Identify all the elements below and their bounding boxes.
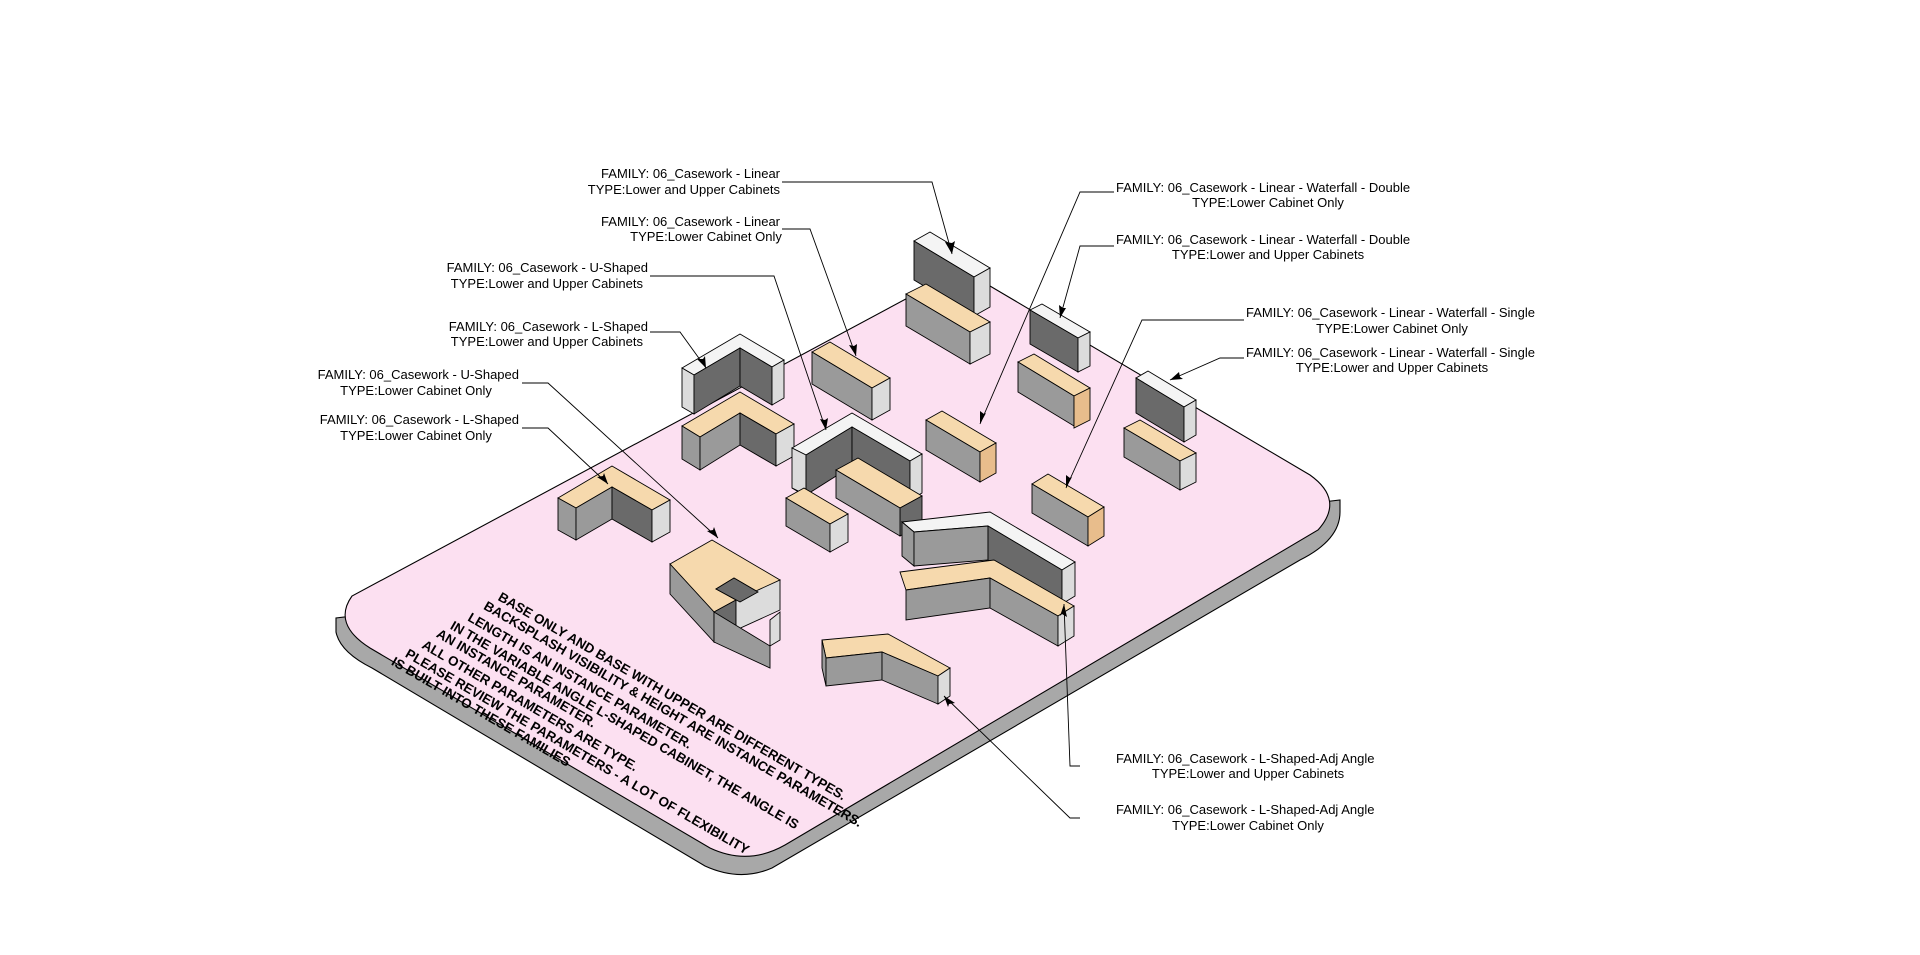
svg-text:FAMILY: 06_Casework - Linear -: FAMILY: 06_Casework - Linear - Waterfall… bbox=[1116, 232, 1410, 247]
svg-text:FAMILY: 06_Casework - Linear: FAMILY: 06_Casework - Linear bbox=[601, 214, 781, 229]
waterfall-single-lower-b bbox=[1031, 473, 1105, 547]
tag-u-shaped-lower-upper: FAMILY: 06_Casework - U-Shaped TYPE:Lowe… bbox=[447, 260, 648, 291]
waterfall-double-lower-a bbox=[1017, 353, 1091, 429]
svg-text:TYPE:Lower and Upper Cabinets: TYPE:Lower and Upper Cabinets bbox=[588, 182, 781, 197]
tag-waterfall-single-lower-upper: FAMILY: 06_Casework - Linear - Waterfall… bbox=[1246, 345, 1535, 375]
tag-waterfall-double-lower-only: FAMILY: 06_Casework - Linear - Waterfall… bbox=[1116, 180, 1410, 210]
svg-text:TYPE:Lower and Upper Cabinets: TYPE:Lower and Upper Cabinets bbox=[451, 334, 644, 349]
svg-text:FAMILY: 06_Casework - L-Shaped: FAMILY: 06_Casework - L-Shaped-Adj Angle bbox=[1116, 802, 1374, 817]
l-shaped-upper bbox=[681, 333, 785, 415]
svg-text:FAMILY: 06_Casework - Linear -: FAMILY: 06_Casework - Linear - Waterfall… bbox=[1116, 180, 1410, 195]
l-shaped-lower-b bbox=[557, 465, 671, 543]
waterfall-single-lower-a bbox=[1123, 419, 1197, 491]
leader-lines bbox=[522, 181, 1244, 819]
svg-text:TYPE:Lower and Upper Cabinets: TYPE:Lower and Upper Cabinets bbox=[1296, 360, 1489, 375]
linear-lower-cabinet-b bbox=[811, 341, 891, 421]
family-tags: FAMILY: 06_Casework - Linear TYPE:Lower … bbox=[318, 166, 1535, 833]
svg-text:TYPE:Lower Cabinet Only: TYPE:Lower Cabinet Only bbox=[340, 383, 492, 398]
tag-waterfall-single-lower-only: FAMILY: 06_Casework - Linear - Waterfall… bbox=[1246, 305, 1535, 336]
tag-l-shaped-adj-lower-only: FAMILY: 06_Casework - L-Shaped-Adj Angle… bbox=[1116, 802, 1374, 833]
l-shaped-adj-angle-lower-b bbox=[821, 633, 951, 705]
u-shaped-lower-b bbox=[669, 539, 781, 669]
waterfall-double-upper bbox=[1029, 303, 1091, 373]
svg-text:TYPE:Lower Cabinet Only: TYPE:Lower Cabinet Only bbox=[1192, 195, 1344, 210]
svg-text:FAMILY: 06_Casework - L-Shaped: FAMILY: 06_Casework - L-Shaped bbox=[449, 319, 648, 334]
l-shaped-adj-angle-lower-a bbox=[899, 559, 1075, 647]
svg-text:TYPE:Lower and Upper Cabinets: TYPE:Lower and Upper Cabinets bbox=[1152, 766, 1345, 781]
tag-linear-lower-only: FAMILY: 06_Casework - Linear TYPE:Lower … bbox=[601, 214, 782, 244]
svg-text:TYPE:Lower Cabinet Only: TYPE:Lower Cabinet Only bbox=[630, 229, 782, 244]
svg-text:TYPE:Lower and Upper Cabinets: TYPE:Lower and Upper Cabinets bbox=[1172, 247, 1365, 262]
tag-l-shaped-adj-lower-upper: FAMILY: 06_Casework - L-Shaped-Adj Angle… bbox=[1116, 751, 1374, 781]
waterfall-double-lower-b bbox=[925, 410, 997, 483]
tag-l-shaped-lower-only: FAMILY: 06_Casework - L-Shaped TYPE:Lowe… bbox=[320, 412, 519, 443]
l-shaped-lower-a bbox=[681, 391, 795, 471]
l-shaped-adj-angle-upper bbox=[900, 511, 1076, 605]
svg-text:FAMILY: 06_Casework - Linear -: FAMILY: 06_Casework - Linear - Waterfall… bbox=[1246, 345, 1535, 360]
svg-text:FAMILY: 06_Casework - L-Shaped: FAMILY: 06_Casework - L-Shaped-Adj Angle bbox=[1116, 751, 1374, 766]
svg-text:FAMILY: 06_Casework - Linear -: FAMILY: 06_Casework - Linear - Waterfall… bbox=[1246, 305, 1535, 320]
tag-linear-lower-upper: FAMILY: 06_Casework - Linear TYPE:Lower … bbox=[588, 166, 781, 197]
linear-lower-cabinet-a bbox=[905, 283, 991, 365]
tag-waterfall-double-lower-upper: FAMILY: 06_Casework - Linear - Waterfall… bbox=[1116, 232, 1410, 262]
svg-text:FAMILY: 06_Casework - U-Shaped: FAMILY: 06_Casework - U-Shaped bbox=[318, 367, 519, 382]
svg-text:TYPE:Lower and Upper Cabinets: TYPE:Lower and Upper Cabinets bbox=[451, 276, 644, 291]
svg-text:TYPE:Lower Cabinet Only: TYPE:Lower Cabinet Only bbox=[340, 428, 492, 443]
waterfall-single-upper bbox=[1135, 370, 1197, 443]
svg-text:TYPE:Lower Cabinet Only: TYPE:Lower Cabinet Only bbox=[1172, 818, 1324, 833]
svg-text:FAMILY: 06_Casework - L-Shaped: FAMILY: 06_Casework - L-Shaped bbox=[320, 412, 519, 427]
tag-l-shaped-lower-upper: FAMILY: 06_Casework - L-Shaped TYPE:Lowe… bbox=[449, 319, 648, 349]
svg-text:FAMILY: 06_Casework - Linear: FAMILY: 06_Casework - Linear bbox=[601, 166, 781, 181]
tag-u-shaped-lower-only: FAMILY: 06_Casework - U-Shaped TYPE:Lowe… bbox=[318, 367, 519, 398]
u-shaped-lower-a bbox=[785, 457, 923, 553]
linear-upper-cabinet bbox=[913, 231, 991, 317]
svg-text:TYPE:Lower Cabinet Only: TYPE:Lower Cabinet Only bbox=[1316, 321, 1468, 336]
svg-text:FAMILY: 06_Casework - U-Shaped: FAMILY: 06_Casework - U-Shaped bbox=[447, 260, 648, 275]
